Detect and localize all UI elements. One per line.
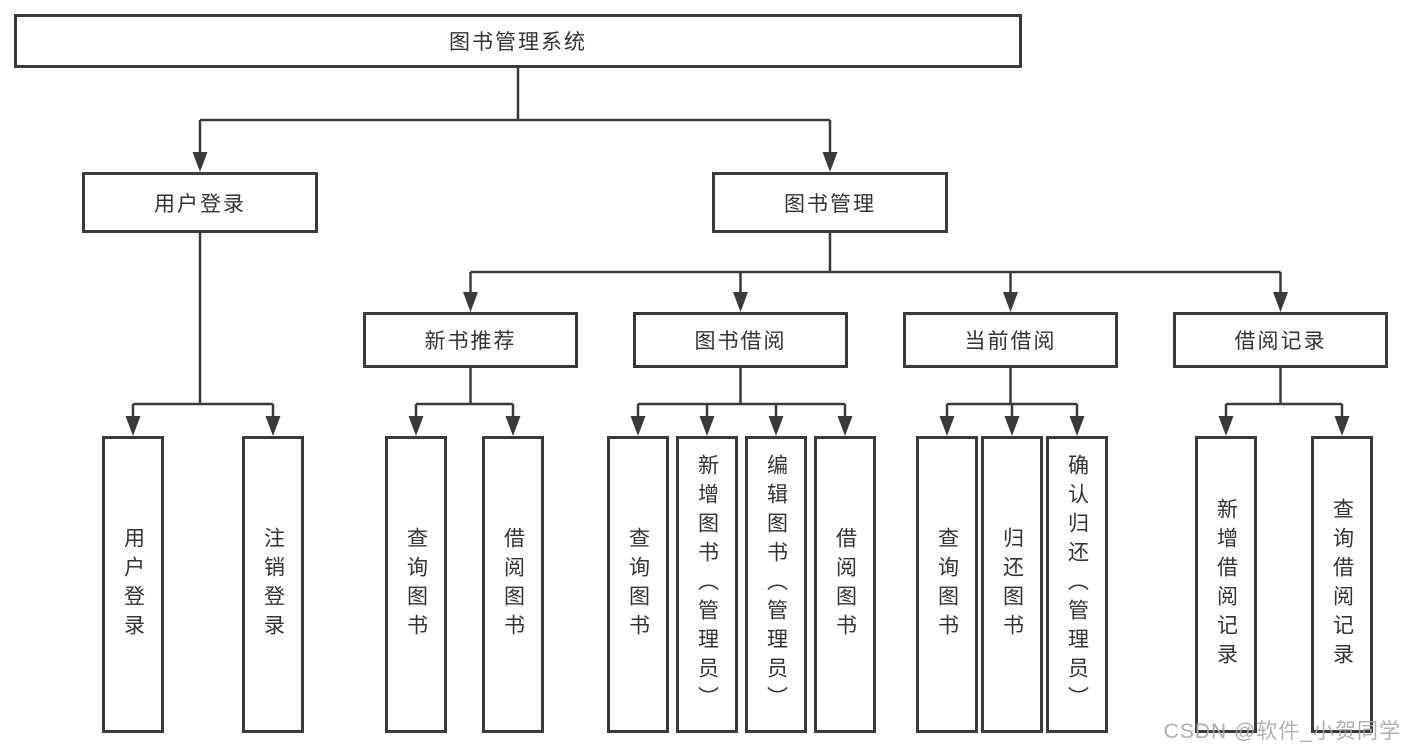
- node-leaf-search-borrow-record-label: 查询借阅记录: [1330, 497, 1354, 672]
- node-borrowing-records-label: 借阅记录: [1234, 330, 1327, 353]
- node-leaf-user-login: 用户登录: [102, 436, 164, 733]
- node-leaf-search-books-2: 查询图书: [607, 436, 669, 733]
- node-leaf-confirm-return-admin: 确认归还（管理员）: [1046, 436, 1108, 733]
- node-borrowing-records: 借阅记录: [1173, 312, 1388, 368]
- node-leaf-logout: 注销登录: [242, 436, 304, 733]
- node-book-management-label: 图书管理: [784, 192, 876, 216]
- node-root-system-label: 图书管理系统: [449, 31, 587, 54]
- node-leaf-search-books-3: 查询图书: [916, 436, 978, 733]
- node-leaf-search-borrow-record: 查询借阅记录: [1311, 436, 1373, 733]
- node-leaf-borrow-books-1-label: 借阅图书: [501, 526, 525, 643]
- node-leaf-borrow-books-1: 借阅图书: [482, 436, 544, 733]
- node-leaf-edit-books-admin: 编辑图书（管理员）: [745, 436, 807, 733]
- node-leaf-search-books-3-label: 查询图书: [935, 526, 959, 643]
- node-leaf-search-books-2-label: 查询图书: [626, 526, 650, 643]
- node-leaf-borrow-books-2: 借阅图书: [814, 436, 876, 733]
- node-book-borrowing-label: 图书借阅: [694, 330, 787, 353]
- node-user-login-label: 用户登录: [154, 192, 246, 216]
- node-user-login: 用户登录: [82, 172, 318, 233]
- node-leaf-add-books-admin: 新增图书（管理员）: [676, 436, 738, 733]
- node-leaf-logout-label: 注销登录: [261, 526, 285, 643]
- node-leaf-add-borrow-record: 新增借阅记录: [1195, 436, 1257, 733]
- node-new-book-recommend: 新书推荐: [363, 312, 578, 368]
- node-leaf-edit-books-admin-label: 编辑图书（管理员）: [764, 454, 788, 715]
- node-leaf-add-borrow-record-label: 新增借阅记录: [1214, 497, 1238, 672]
- csdn-watermark: CSDN @软件_小贺同学: [1163, 720, 1401, 743]
- node-root-system: 图书管理系统: [14, 14, 1022, 68]
- node-book-borrowing: 图书借阅: [633, 312, 848, 368]
- node-leaf-borrow-books-2-label: 借阅图书: [833, 526, 857, 643]
- node-leaf-return-books: 归还图书: [981, 436, 1043, 733]
- node-leaf-search-books-1-label: 查询图书: [404, 526, 428, 643]
- node-leaf-confirm-return-admin-label: 确认归还（管理员）: [1065, 454, 1089, 715]
- node-leaf-return-books-label: 归还图书: [1000, 526, 1024, 643]
- node-current-borrowing: 当前借阅: [903, 312, 1118, 368]
- node-leaf-user-login-label: 用户登录: [121, 526, 145, 643]
- node-book-management: 图书管理: [712, 172, 948, 233]
- node-new-book-recommend-label: 新书推荐: [424, 330, 517, 353]
- node-leaf-search-books-1: 查询图书: [385, 436, 447, 733]
- node-current-borrowing-label: 当前借阅: [964, 330, 1057, 353]
- node-leaf-add-books-admin-label: 新增图书（管理员）: [695, 454, 719, 715]
